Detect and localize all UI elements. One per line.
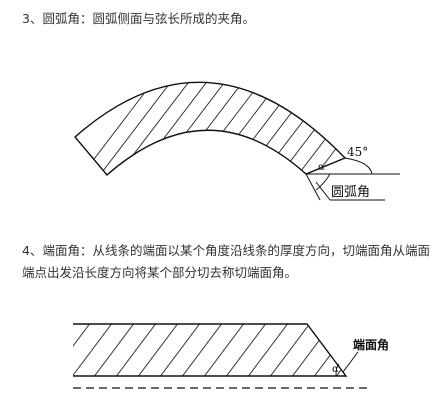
bar-leader-line	[342, 351, 359, 373]
section-3-number: 3、	[22, 11, 43, 26]
bar-outline	[73, 323, 348, 377]
bar-hatching	[73, 324, 346, 376]
end-angle-label: 端面角	[353, 337, 389, 352]
arc-outline	[74, 81, 347, 176]
section-4-body: 端面角：从线条的端面以某个角度沿线条的厚度方向，切端面角从端面端点出发沿长度方向…	[22, 243, 430, 280]
alpha-arc-2	[335, 363, 340, 377]
section-3-text: 3、圆弧角：圆弧侧面与弦长所成的夹角。	[22, 8, 432, 30]
alpha-arc-1	[315, 173, 331, 191]
angle-45-label: 45°	[347, 145, 368, 159]
arc-angle-label: 圆弧角	[331, 185, 370, 200]
section-3-body: 圆弧角：圆弧侧面与弦长所成的夹角。	[42, 11, 255, 26]
arc-hatching	[75, 82, 345, 175]
alpha-label-1: α	[318, 162, 325, 173]
arc-diagram: 45° α 圆弧角	[74, 81, 400, 201]
section-4-text: 4、端面角：从线条的端面以某个角度沿线条的厚度方向，切端面角从端面端点出发沿长度…	[22, 240, 434, 284]
chord-extension-line	[305, 173, 321, 201]
arc-leader-line	[315, 181, 331, 201]
section-4-number: 4、	[22, 243, 43, 258]
angle-45-arc	[344, 157, 373, 175]
alpha-label-2: α	[332, 364, 339, 375]
bar-diagram: α 端面角	[73, 323, 389, 389]
